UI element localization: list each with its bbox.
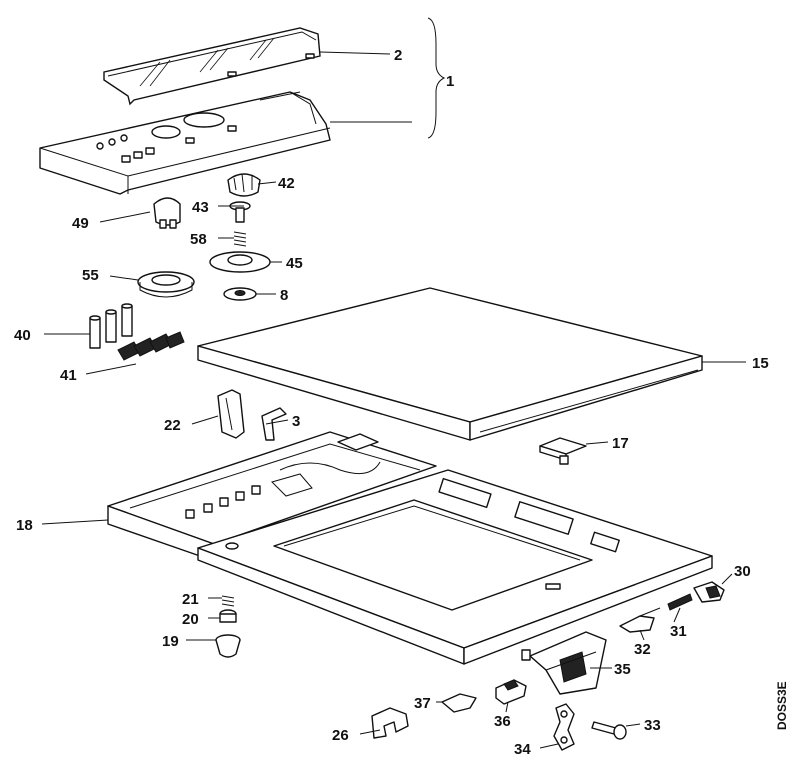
label-1: 1 [446,73,454,90]
label-8: 8 [280,287,288,304]
part-15-lid [197,287,703,441]
part-1-control-panel [39,91,331,195]
part-32-lever [619,607,661,633]
label-18: 18 [16,517,33,534]
label-42: 42 [278,175,295,192]
part-labels: 1 2 42 43 49 58 45 55 8 40 41 15 22 3 17… [14,47,769,758]
label-31: 31 [670,623,687,640]
part-8-washer [223,287,257,301]
part-18-rear-tray [107,431,437,557]
part-41-rocker-switches [117,331,185,361]
leader-lines [41,51,746,749]
label-43: 43 [192,199,209,216]
label-30: 30 [734,563,751,580]
part-40-push-buttons [89,303,133,349]
part-37-clip [441,693,477,713]
label-26: 26 [332,727,349,744]
label-19: 19 [162,633,179,650]
part-3-clip [261,407,287,441]
part-45-ring [209,251,271,273]
part-19-foot [215,634,241,658]
label-36: 36 [494,713,511,730]
label-34: 34 [514,741,531,758]
part-58-spring [233,231,247,247]
top-frame [197,469,713,665]
part-35-latch-housing [521,631,607,695]
label-33: 33 [644,717,661,734]
part-26-bracket [371,707,409,739]
label-40: 40 [14,327,31,344]
label-32: 32 [634,641,651,658]
brace-part-1 [427,17,446,139]
part-31-spring [667,593,693,611]
label-49: 49 [72,215,89,232]
part-34-hook [553,703,575,751]
label-3: 3 [292,413,300,430]
part-42-knob [227,173,261,197]
label-37: 37 [414,695,431,712]
label-15: 15 [752,355,769,372]
part-21-spring [221,595,235,607]
part-55-bezel-ring [137,271,195,298]
part-33-bolt [591,721,627,740]
label-35: 35 [614,661,631,678]
label-41: 41 [60,367,77,384]
part-36-connector [495,679,527,705]
label-22: 22 [164,417,181,434]
part-22-hinge-arm [217,389,245,439]
label-45: 45 [286,255,303,272]
part-30-latch-cap [693,581,725,603]
part-43-spindle [229,201,251,223]
label-2: 2 [394,47,402,64]
part-49-selector-knob [153,197,181,229]
label-20: 20 [182,611,199,628]
part-2-glass-cover [103,27,321,106]
part-17-bracket [539,437,587,465]
label-58: 58 [190,231,207,248]
label-21: 21 [182,591,199,608]
part-20-cap [219,609,237,623]
label-55: 55 [82,267,99,284]
drawing-code: DOSS3E [775,681,789,730]
label-17: 17 [612,435,629,452]
